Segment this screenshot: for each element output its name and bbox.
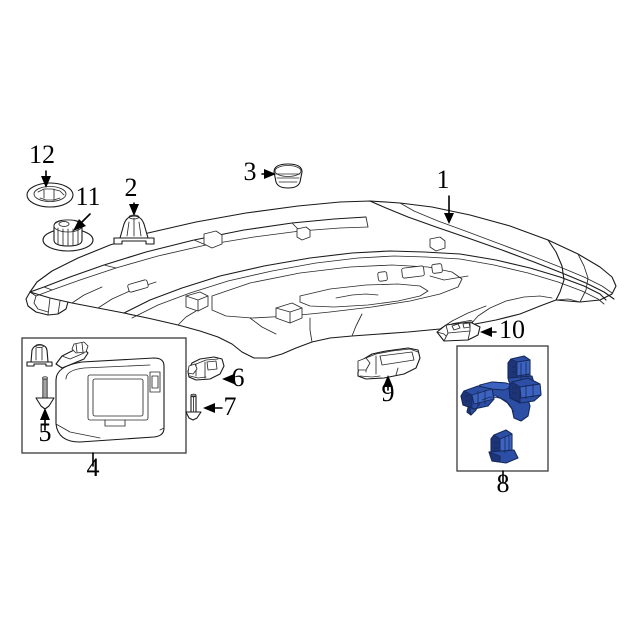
callout-label-5: 5: [39, 418, 52, 447]
visor-support-bracket: [187, 356, 225, 381]
leader-12: [41, 170, 51, 188]
callout-label-9: 9: [382, 378, 395, 407]
visor-push-pin: [35, 376, 55, 410]
switch-detail-2: [431, 263, 443, 274]
visor-bushing-clip: [26, 343, 53, 367]
callout-label-1: 1: [437, 165, 450, 194]
sun-visor-box: [21, 337, 187, 454]
switch-detail: [377, 271, 388, 282]
rail-clip-locator-2: [429, 236, 446, 252]
leader-9: [383, 375, 393, 391]
assist-grab-handle-box: [456, 345, 549, 472]
leader-10: [480, 327, 497, 337]
visor-mount-boss-left: [185, 291, 209, 312]
callout-label-11: 11: [75, 182, 100, 211]
ribbed-hole-plug: [273, 163, 303, 189]
callout-label-12: 12: [29, 140, 55, 169]
leader-7: [203, 403, 223, 413]
headliner-tab-upper: [203, 230, 223, 249]
callout-label-8: 8: [497, 469, 510, 498]
leader-11: [73, 213, 91, 231]
handle-bracket-lower: [488, 429, 519, 464]
handle-mount-recess-left: [127, 279, 149, 293]
callout-label-4: 4: [87, 453, 100, 482]
headliner-retainer-clip: [113, 214, 155, 245]
dome-lamp-detail: [401, 265, 425, 279]
callout-label-6: 6: [232, 363, 245, 392]
callout-label-3: 3: [244, 157, 257, 186]
leader-3: [261, 169, 276, 179]
oval-seal-washer: [26, 182, 74, 208]
callout-label-2: 2: [125, 173, 138, 202]
headliner-trim-bracket: [436, 321, 481, 342]
callout-label-10: 10: [499, 315, 525, 344]
grab-handle-bracket: [357, 347, 421, 380]
rail-clip-locator: [296, 226, 311, 241]
grab-handle-main: [460, 377, 542, 422]
callout-label-7: 7: [224, 392, 237, 421]
visor-mount-boss-center: [275, 302, 303, 324]
leader-1: [444, 195, 454, 224]
visor-mounting-screw: [185, 393, 202, 421]
roof-headliner-panel: [25, 200, 617, 359]
leader-2: [129, 202, 139, 216]
leader-5: [40, 408, 50, 431]
sun-visor-panel: [55, 341, 165, 443]
leader-6: [222, 374, 234, 384]
